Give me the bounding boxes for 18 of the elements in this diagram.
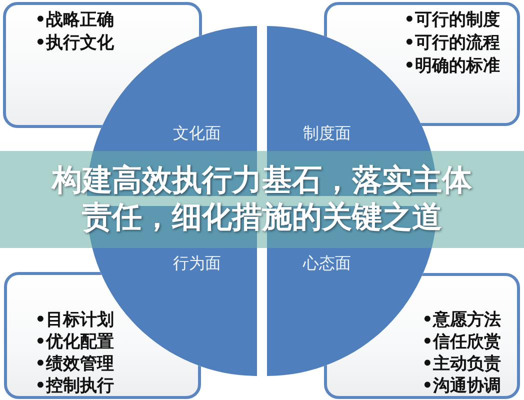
- list-item: •执行文化: [35, 34, 114, 52]
- quadrant-label: 文化面: [173, 124, 221, 144]
- list-item: •绩效管理: [35, 355, 114, 373]
- quadrant-label: 行为面: [173, 254, 221, 274]
- title: 构建高效执行力基石，落实主体责任，细化措施的关键之道: [50, 162, 473, 236]
- quadrant-label: 心态面: [303, 254, 351, 274]
- list-item: •可行的流程: [404, 34, 500, 52]
- list-item: •沟通协调: [422, 377, 501, 395]
- list-item: •意愿方法: [422, 311, 501, 329]
- list-item: •可行的制度: [404, 11, 500, 29]
- list-item: •优化配置: [35, 333, 114, 351]
- list-item: •明确的标准: [404, 57, 500, 75]
- list-item: •战略正确: [35, 11, 114, 29]
- list-item: •主动负责: [422, 355, 501, 373]
- list-item: •控制执行: [35, 377, 114, 395]
- quadrant-label: 制度面: [303, 124, 351, 144]
- list-item: •目标计划: [35, 311, 114, 329]
- list-item: •信任欣赏: [422, 333, 501, 351]
